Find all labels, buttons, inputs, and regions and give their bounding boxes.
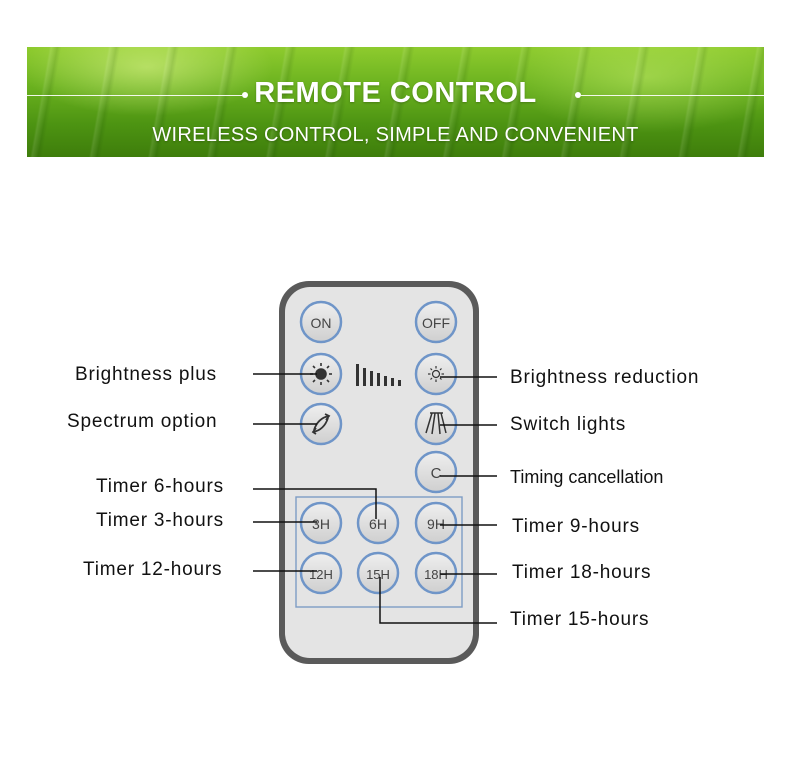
line-timer-15	[379, 577, 497, 624]
timer-9h-label: 9H	[427, 516, 445, 532]
timer-panel	[295, 496, 463, 608]
title-rule-right	[581, 95, 764, 96]
title-dot-left	[242, 92, 248, 98]
timer-6h-label: 6H	[369, 516, 387, 532]
timer-3h-label: 3H	[312, 516, 330, 532]
timer-9h-button[interactable]: 9H	[414, 501, 458, 545]
timer-6h-button[interactable]: 6H	[356, 501, 400, 545]
banner-subtitle: WIRELESS CONTROL, SIMPLE AND CONVENIENT	[152, 124, 639, 146]
label-timer-15: Timer 15-hours	[510, 609, 650, 630]
brightness-level-icon	[356, 364, 401, 386]
light-beams-icon	[425, 412, 447, 435]
switch-lights-button[interactable]	[414, 402, 458, 446]
header-banner: REMOTE CONTROL WIRELESS CONTROL, SIMPLE …	[27, 47, 764, 157]
sun-large-icon	[310, 363, 332, 385]
label-timer-9: Timer 9-hours	[512, 516, 640, 537]
label-timer-6: Timer 6-hours	[96, 476, 224, 497]
timer-18h-button[interactable]: 18H	[414, 551, 458, 595]
banner-title: REMOTE CONTROL	[254, 77, 537, 109]
grass-texture	[27, 47, 764, 157]
line-timer-6	[253, 488, 377, 519]
label-timer-18: Timer 18-hours	[512, 562, 652, 583]
cycle-icon	[311, 413, 331, 435]
title-dot-right	[575, 92, 581, 98]
brightness-reduction-button[interactable]	[414, 352, 458, 396]
label-switch-lights: Switch lights	[510, 414, 626, 435]
label-spectrum-option: Spectrum option	[67, 411, 218, 432]
timer-15h-label: 15H	[366, 567, 390, 582]
sun-small-icon	[428, 366, 444, 382]
timer-12h-label: 12H	[309, 567, 333, 582]
timing-cancel-button[interactable]: C	[414, 450, 458, 494]
title-rule-left	[27, 95, 242, 96]
off-button-label: OFF	[422, 315, 450, 331]
spectrum-option-button[interactable]	[299, 402, 343, 446]
on-button[interactable]: ON	[299, 300, 343, 344]
timer-12h-button[interactable]: 12H	[299, 551, 343, 595]
on-button-label: ON	[311, 315, 332, 331]
label-timer-3: Timer 3-hours	[96, 510, 224, 531]
label-timing-cancellation: Timing cancellation	[510, 467, 664, 487]
callout-lines	[253, 373, 497, 624]
label-timer-12: Timer 12-hours	[83, 559, 223, 580]
cancel-button-label: C	[431, 465, 442, 482]
timer-18h-label: 18H	[424, 567, 448, 582]
timer-15h-button[interactable]: 15H	[356, 551, 400, 595]
label-brightness-plus: Brightness plus	[75, 364, 217, 385]
off-button[interactable]: OFF	[414, 300, 458, 344]
label-brightness-reduction: Brightness reduction	[510, 367, 700, 388]
timer-3h-button[interactable]: 3H	[299, 501, 343, 545]
